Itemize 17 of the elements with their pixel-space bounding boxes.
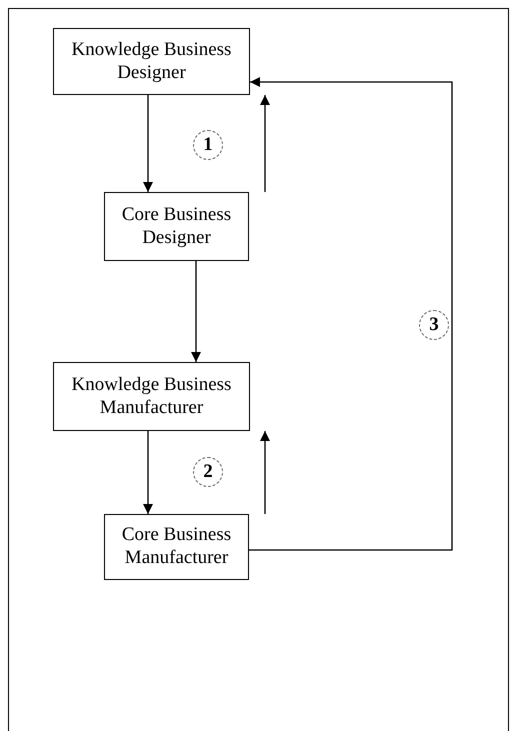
box-label: Core Business Designer [120,204,232,250]
process-box [104,192,249,261]
box-label: Core Business Manufacturer [120,524,232,570]
box-label: Knowledge Business Designer [70,38,232,84]
arrow [191,261,201,362]
callout-number: 2 [193,457,223,487]
arrow [249,77,453,551]
callout-number: 1 [193,130,223,160]
callout-number: 3 [419,310,449,340]
arrow [260,431,270,514]
process-box [53,28,250,95]
arrow [143,95,153,192]
box-label: Knowledge Business Manufacturer [70,374,232,420]
arrow [260,95,270,192]
arrow [143,431,153,514]
process-box [53,362,250,431]
process-box [104,514,249,580]
